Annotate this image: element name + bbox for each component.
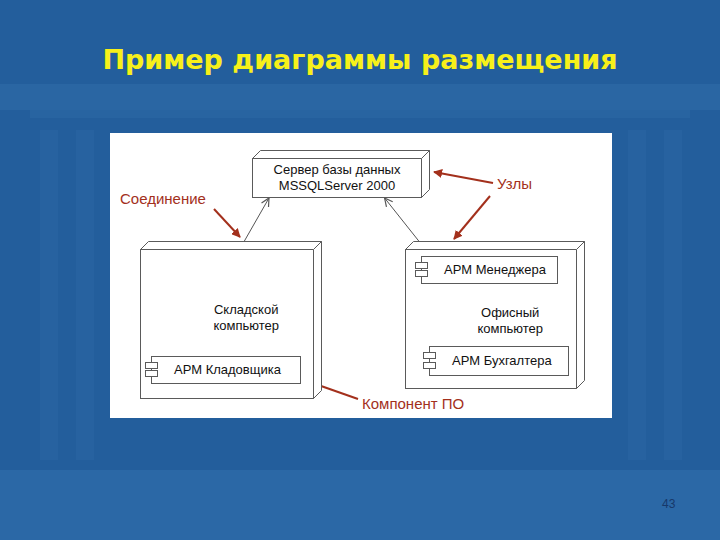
component-tab bbox=[415, 270, 428, 277]
annotation-label: Соединение bbox=[120, 190, 206, 208]
dependency-connector bbox=[244, 198, 269, 241]
annotation-label: Компонент ПО bbox=[362, 395, 464, 413]
slide-title: Пример диаграммы размещения bbox=[0, 44, 720, 76]
node-text: Складской компьютер bbox=[194, 302, 298, 333]
node-top-face bbox=[253, 151, 430, 159]
component-box: АРМ Бухгалтера bbox=[429, 346, 569, 376]
node-text: Сервер базы данных MSSQLServer 2000 bbox=[262, 162, 412, 193]
dependency-connector bbox=[385, 198, 419, 241]
annotation-label: Узлы bbox=[497, 175, 532, 193]
watermark-cornice bbox=[30, 110, 690, 118]
watermark-column bbox=[40, 130, 58, 460]
node-text: АРМ Бухгалтера bbox=[452, 353, 568, 369]
watermark-band bbox=[0, 84, 720, 110]
leader-line bbox=[434, 172, 493, 183]
watermark-column bbox=[76, 130, 94, 460]
deployment-node: Офисный компьютер АРМ МенеджераАРМ Бухгал… bbox=[405, 249, 577, 389]
watermark-base bbox=[0, 470, 720, 540]
node-side-face bbox=[314, 242, 322, 399]
component-box: АРМ Кладовщика bbox=[151, 356, 301, 384]
component-box: АРМ Менеджера bbox=[421, 256, 558, 284]
page-number: 43 bbox=[662, 497, 675, 511]
node-side-face bbox=[422, 151, 430, 198]
component-tab bbox=[145, 370, 158, 377]
watermark-column bbox=[664, 130, 682, 460]
component-tab bbox=[423, 352, 436, 359]
node-text: АРМ Менеджера bbox=[444, 262, 557, 278]
node-top-face bbox=[141, 242, 322, 250]
component-tab bbox=[145, 362, 158, 369]
leader-line bbox=[214, 209, 240, 237]
node-text: Офисный компьютер bbox=[458, 305, 562, 336]
watermark-column bbox=[628, 130, 646, 460]
node-text: АРМ Кладовщика bbox=[174, 362, 300, 378]
leader-line bbox=[454, 196, 490, 239]
node-side-face bbox=[577, 242, 585, 389]
edge-group bbox=[244, 198, 418, 241]
component-tab bbox=[415, 262, 428, 269]
deployment-node: Складской компьютерАРМ Кладовщика bbox=[140, 249, 314, 399]
node-top-face bbox=[406, 242, 585, 250]
component-tab bbox=[423, 362, 436, 369]
deployment-node: Сервер базы данных MSSQLServer 2000 bbox=[252, 158, 422, 198]
